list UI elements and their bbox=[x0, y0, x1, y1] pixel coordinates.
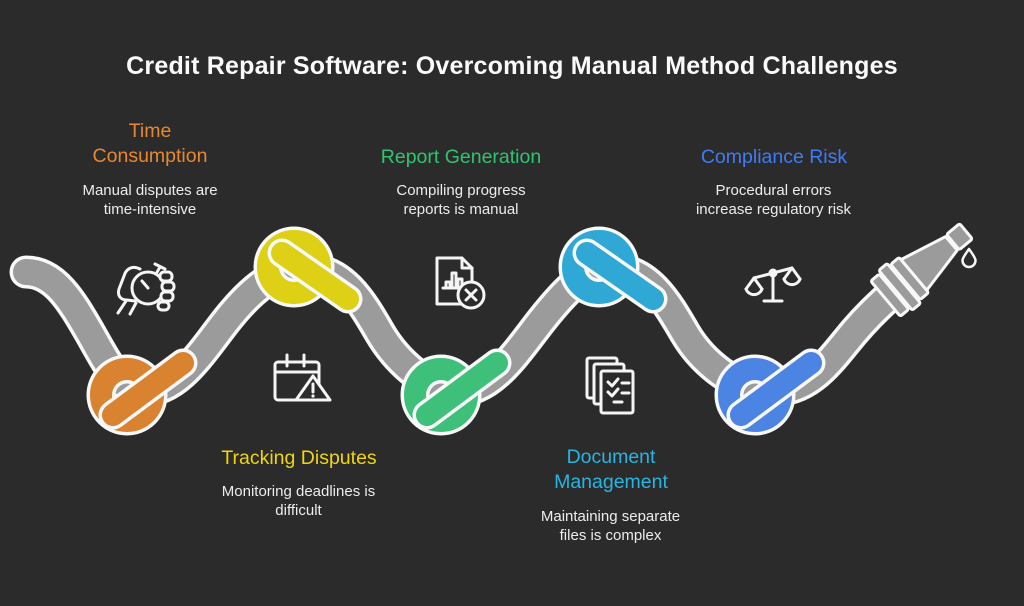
challenge-label-document-management: Document Management bbox=[554, 446, 668, 493]
challenge-description-time-consumption: Manual disputes are time-intensive bbox=[82, 182, 218, 218]
water-drop-icon bbox=[961, 247, 977, 269]
knot-document-management bbox=[558, 226, 668, 314]
challenge-label-report-generation: Report Generation bbox=[380, 146, 542, 168]
knot-time-consumption bbox=[86, 348, 198, 436]
balance-scale-icon bbox=[744, 266, 802, 303]
challenge-description-report-generation: Compiling progress reports is manual bbox=[396, 182, 526, 218]
report-error-icon bbox=[435, 256, 486, 310]
hose-nozzle-icon bbox=[870, 222, 974, 318]
knot-report-generation bbox=[400, 348, 512, 436]
documents-checklist-icon bbox=[585, 356, 635, 415]
knot-tracking-disputes bbox=[253, 226, 363, 314]
challenge-description-tracking-disputes: Monitoring deadlines is difficult bbox=[221, 483, 376, 519]
calendar-warning-icon bbox=[273, 353, 332, 402]
knot-compliance-risk bbox=[714, 348, 826, 436]
hand-stopwatch-icon bbox=[116, 262, 176, 316]
challenge-label-time-consumption: Time Consumption bbox=[92, 120, 208, 167]
challenge-description-document-management: Maintaining separate files is complex bbox=[540, 508, 681, 544]
challenge-description-compliance-risk: Procedural errors increase regulatory ri… bbox=[695, 182, 852, 218]
challenge-label-tracking-disputes: Tracking Disputes bbox=[221, 447, 377, 469]
challenge-label-compliance-risk: Compliance Risk bbox=[700, 146, 848, 168]
page-title: Credit Repair Software: Overcoming Manua… bbox=[126, 52, 898, 80]
